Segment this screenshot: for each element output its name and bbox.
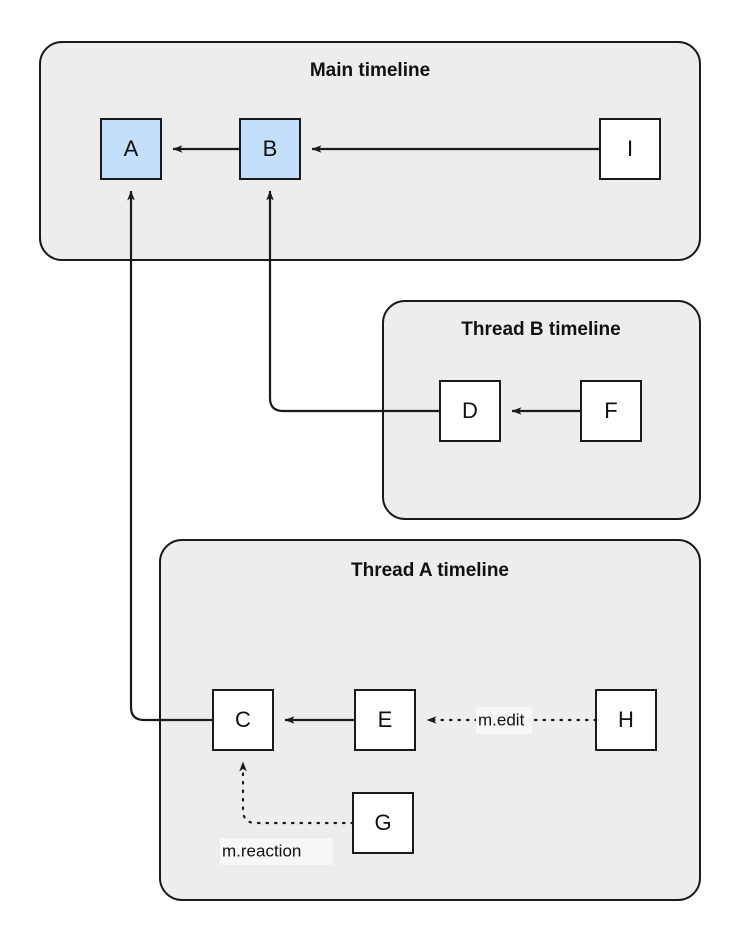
edge-label-m-edit: m.edit — [476, 707, 532, 734]
node-e[interactable]: E — [354, 689, 416, 751]
node-a-box[interactable] — [100, 118, 162, 180]
group-main-timeline-title: Main timeline — [310, 60, 430, 81]
node-i[interactable]: I — [599, 118, 661, 180]
node-g-label: G — [374, 810, 391, 835]
group-main-timeline: Main timeline — [39, 41, 701, 261]
node-g[interactable]: G — [352, 792, 414, 854]
node-d[interactable]: D — [439, 380, 501, 442]
node-h-box[interactable] — [595, 689, 657, 751]
node-c-box[interactable] — [212, 689, 274, 751]
node-b-label: B — [263, 136, 278, 161]
node-c[interactable]: C — [212, 689, 274, 751]
node-e-label: E — [378, 707, 393, 732]
node-a-label: A — [124, 136, 139, 161]
node-c-label: C — [235, 707, 251, 732]
node-b[interactable]: B — [239, 118, 301, 180]
node-i-label: I — [627, 136, 633, 161]
edge-label-m-reaction-text: m.reaction — [222, 841, 301, 860]
node-e-box[interactable] — [354, 689, 416, 751]
edge-c-to-a — [127, 190, 213, 722]
edge-d-to-b — [266, 190, 440, 413]
node-f-label: F — [604, 398, 617, 423]
node-b-box[interactable] — [239, 118, 301, 180]
edge-label-m-edit-text: m.edit — [478, 710, 525, 729]
node-i-box[interactable] — [599, 118, 661, 180]
edge-label-m-edit-bg — [476, 707, 532, 734]
node-d-label: D — [462, 398, 478, 423]
node-h[interactable]: H — [595, 689, 657, 751]
edge-g-to-c — [239, 760, 355, 825]
group-thread-a-timeline-title: Thread A timeline — [351, 560, 509, 581]
group-main-timeline-box — [39, 41, 701, 261]
node-f[interactable]: F — [580, 380, 642, 442]
group-thread-b-timeline-title: Thread B timeline — [461, 319, 620, 340]
node-a[interactable]: A — [100, 118, 162, 180]
node-f-box[interactable] — [580, 380, 642, 442]
node-d-box[interactable] — [439, 380, 501, 442]
edge-label-m-reaction: m.reaction — [220, 838, 333, 865]
edge-label-m-reaction-bg — [220, 838, 333, 865]
node-g-box[interactable] — [352, 792, 414, 854]
node-h-label: H — [618, 707, 634, 732]
